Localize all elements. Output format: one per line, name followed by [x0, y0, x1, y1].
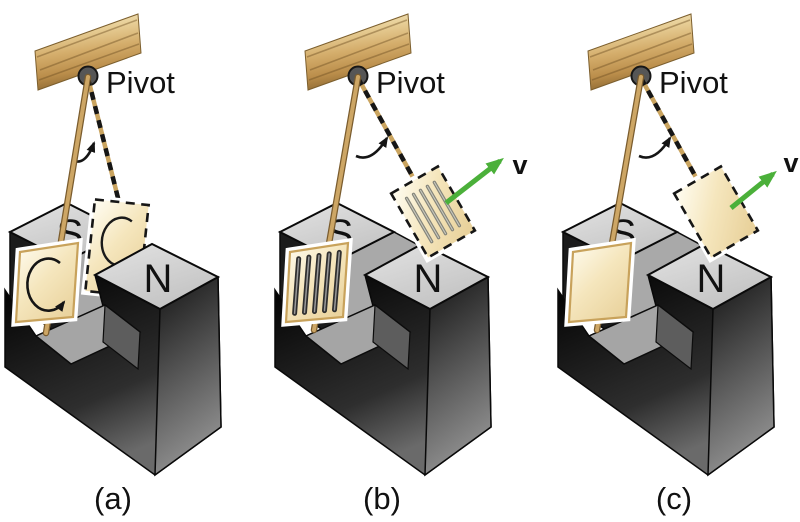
- panel-label-a: (a): [94, 481, 132, 516]
- velocity-arrow: [444, 157, 504, 205]
- velocity-label: v: [512, 150, 527, 180]
- solid-plate-b: [281, 237, 353, 327]
- dashed-plate-outline: [672, 164, 760, 260]
- eddy-current-arrow: [26, 257, 66, 312]
- solid-plate: [567, 241, 633, 324]
- dashed-rod: [356, 76, 417, 183]
- velocity-arrow: [729, 170, 777, 210]
- panel-label-c: (c): [656, 481, 692, 516]
- swing-arc-arrow: [638, 136, 672, 159]
- support-b: [304, 13, 447, 101]
- swing-arc-arrow: [355, 136, 389, 159]
- plate-slit-highlights: [406, 181, 460, 243]
- panel-c: v: [557, 13, 799, 476]
- solid-plate-a: [11, 237, 83, 327]
- dashed-rod: [639, 76, 700, 183]
- panel-b: v: [274, 13, 528, 476]
- velocity-label: v: [783, 148, 798, 178]
- solid-plate-c: [564, 237, 636, 327]
- panel-label-b: (b): [363, 481, 401, 516]
- plate-slit-highlights: [293, 251, 341, 315]
- dashed-rod: [85, 77, 123, 207]
- support-c: [587, 13, 730, 101]
- support-a: [34, 13, 177, 101]
- dashed-plate-b: [385, 160, 481, 264]
- panel-a: [4, 13, 222, 476]
